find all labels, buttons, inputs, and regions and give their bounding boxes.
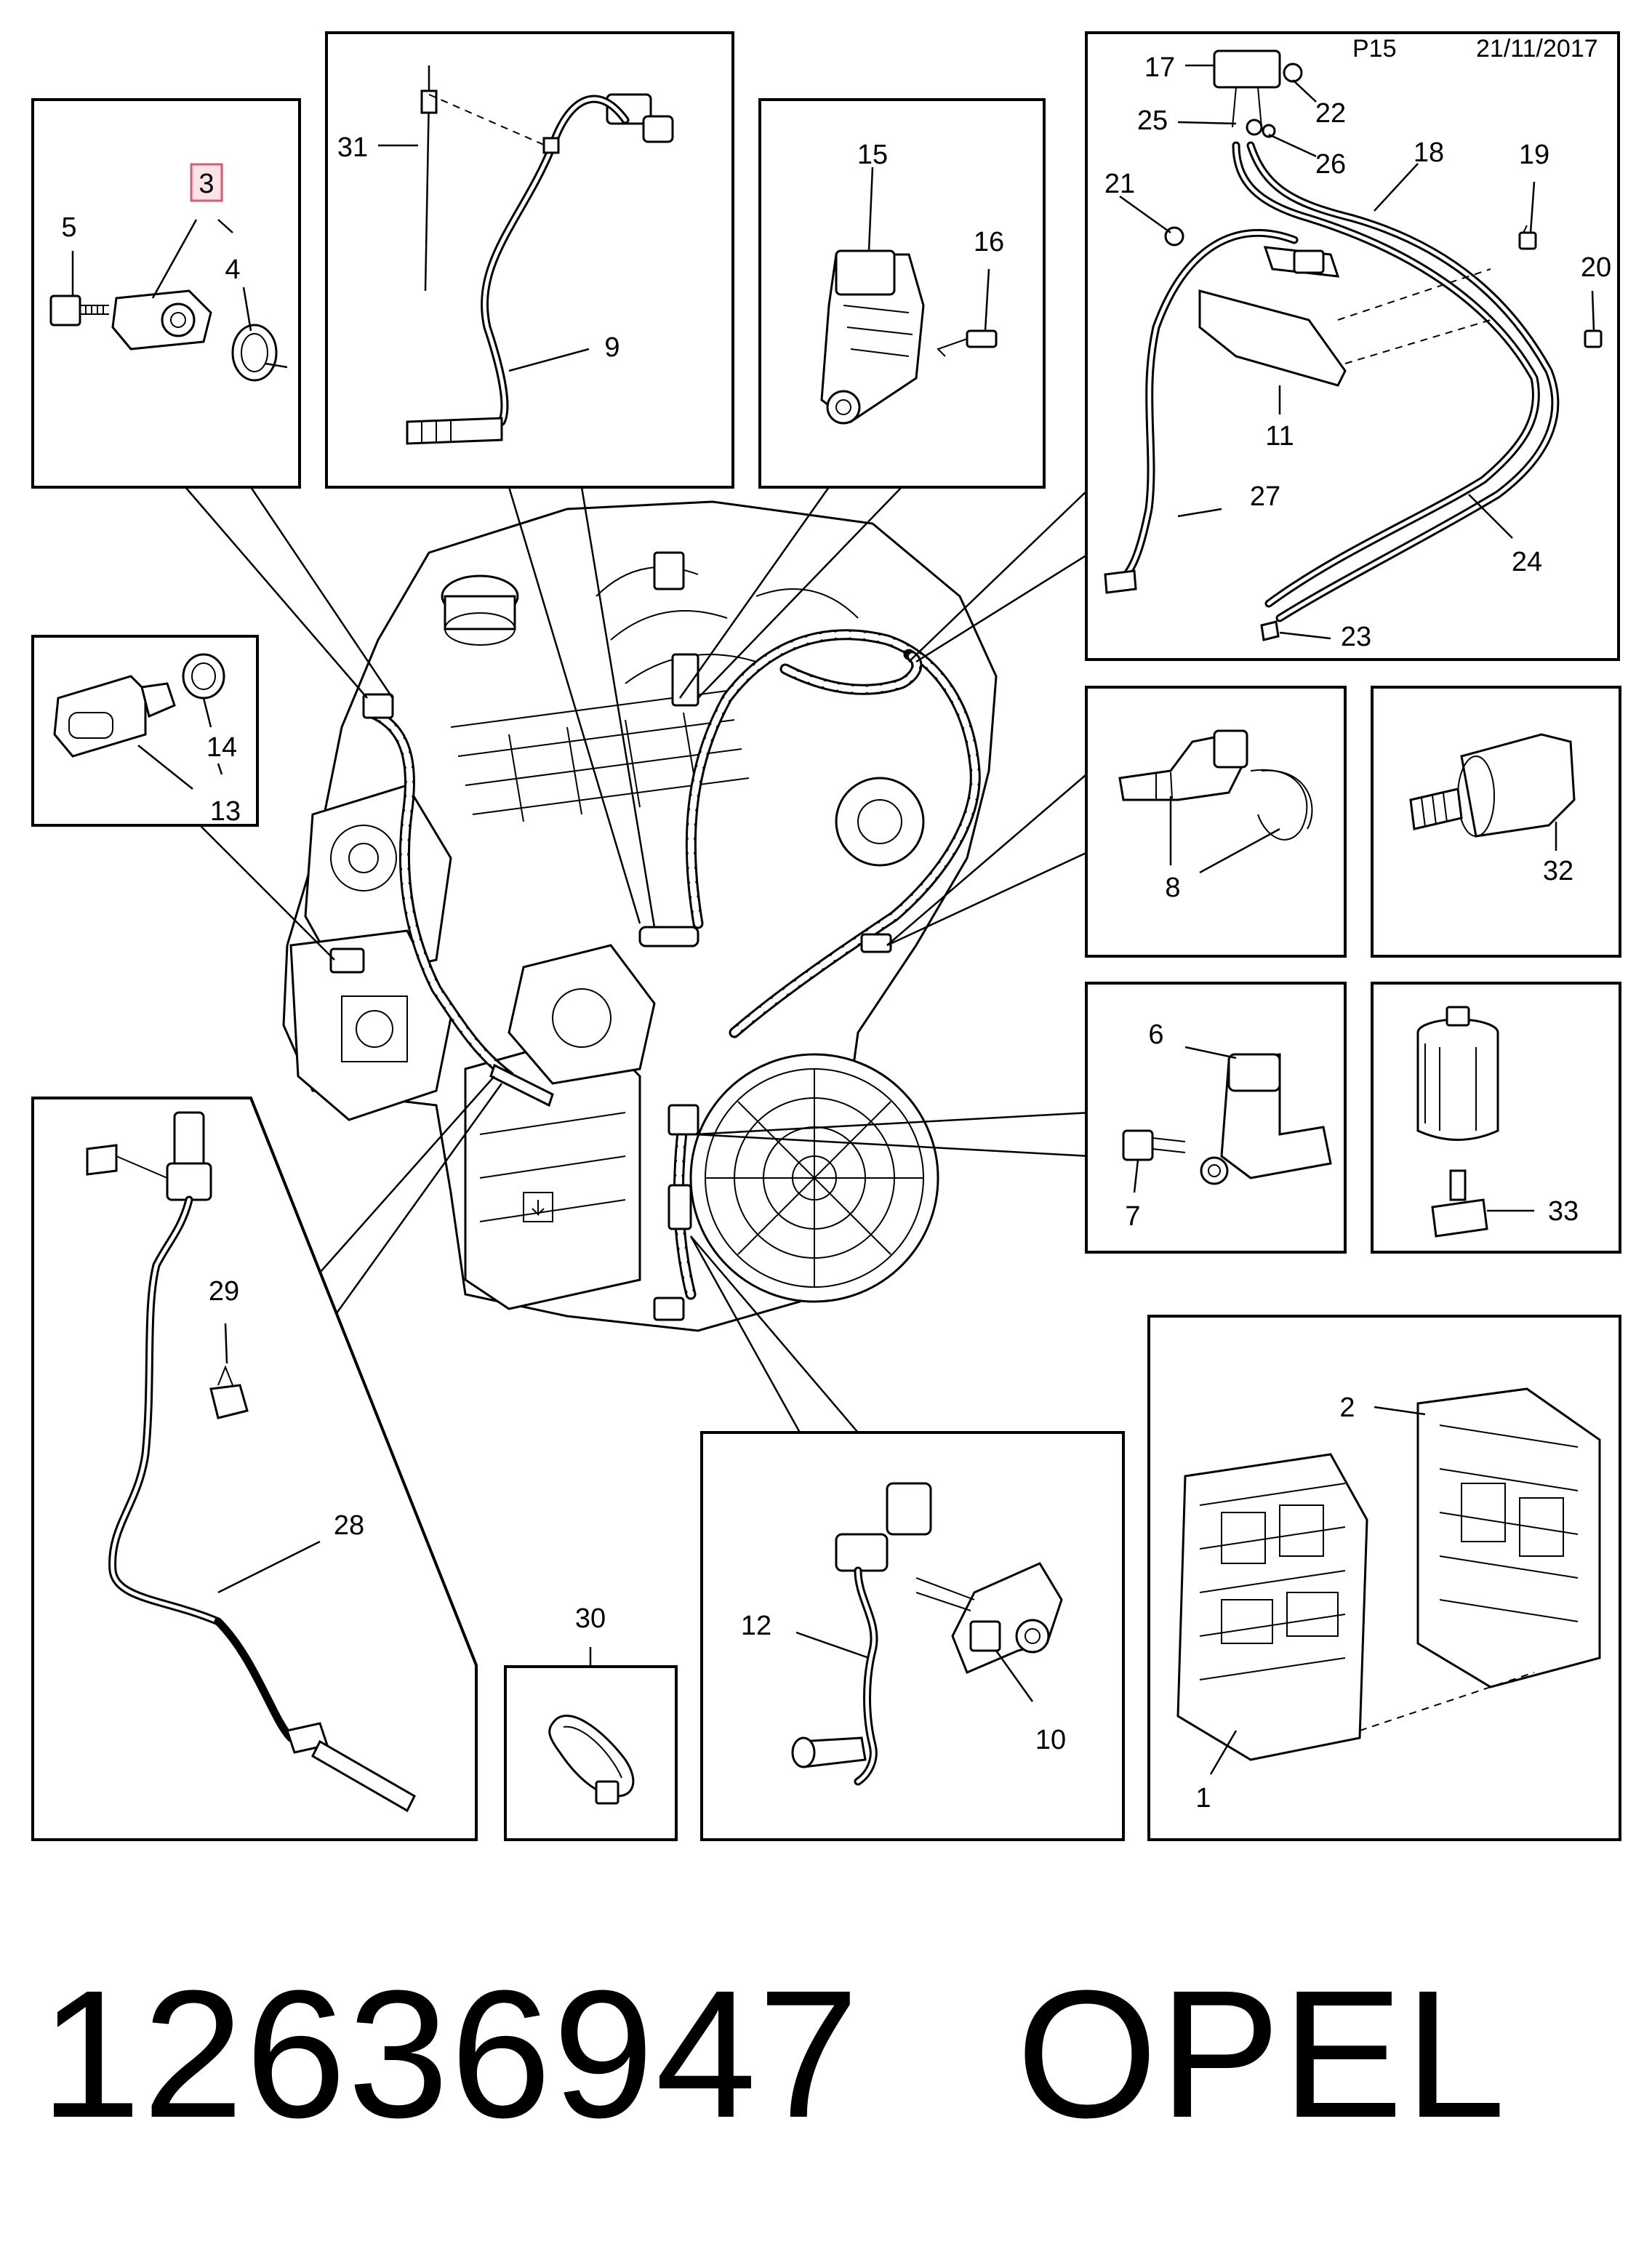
callout-14[interactable]: 14 <box>206 732 237 763</box>
frame-leaders <box>185 486 1091 1433</box>
callout-8[interactable]: 8 <box>1165 873 1180 903</box>
frame-coolant-temp-sensor: 8 <box>1085 686 1347 958</box>
frame-knock-sensor: 3 4 5 <box>31 98 301 489</box>
frame-fuel-filter: 33 <box>1371 982 1621 1254</box>
callout-20[interactable]: 20 <box>1581 252 1611 283</box>
callout-24[interactable]: 24 <box>1512 547 1542 577</box>
callout-3-highlight-box[interactable] <box>190 163 223 202</box>
frame-exhaust-temp-sensor: 29 28 <box>31 1097 478 1841</box>
frame-cable-tie: 30 <box>504 1603 678 1841</box>
callout-11[interactable]: 11 <box>1265 421 1294 452</box>
callout-25[interactable]: 25 <box>1137 105 1168 136</box>
date-label: 21/11/2017 <box>1476 35 1598 63</box>
callout-3[interactable]: 3 <box>199 169 214 199</box>
engine-assembly-illustration <box>282 500 998 1332</box>
callout-2[interactable]: 2 <box>1339 1393 1355 1423</box>
frame-crankshaft-sensor: 12 10 <box>700 1431 1125 1841</box>
part-number-and-brand: 12636947 OPEL <box>40 1963 1507 2145</box>
callout-26[interactable]: 26 <box>1315 149 1346 180</box>
callout-10[interactable]: 10 <box>1035 1725 1066 1755</box>
callout-21[interactable]: 21 <box>1104 169 1135 199</box>
callout-9[interactable]: 9 <box>604 332 620 363</box>
frame-pressure-sensor-lines: P15 21/11/2017 <box>1085 31 1620 661</box>
callout-18[interactable]: 18 <box>1414 137 1444 168</box>
callout-23[interactable]: 23 <box>1341 622 1371 652</box>
callout-7[interactable]: 7 <box>1125 1201 1140 1232</box>
callout-31[interactable]: 31 <box>337 132 368 163</box>
frame-oxygen-sensor: 31 9 <box>325 31 734 489</box>
callout-5[interactable]: 5 <box>61 212 76 243</box>
brand-name: OPEL <box>1016 1952 1507 2155</box>
page-label: P15 <box>1352 35 1397 63</box>
callout-33[interactable]: 33 <box>1548 1196 1579 1227</box>
callout-32[interactable]: 32 <box>1543 856 1573 886</box>
callout-29[interactable]: 29 <box>209 1276 239 1307</box>
callout-1[interactable]: 1 <box>1195 1783 1211 1814</box>
callout-4[interactable]: 4 <box>225 255 240 285</box>
callout-6[interactable]: 6 <box>1148 1019 1163 1050</box>
callout-12[interactable]: 12 <box>741 1611 771 1641</box>
callout-30[interactable]: 30 <box>575 1603 606 1634</box>
callout-28[interactable]: 28 <box>334 1510 364 1541</box>
callout-16[interactable]: 16 <box>974 227 1004 257</box>
callout-27[interactable]: 27 <box>1250 481 1280 512</box>
frame-engine-control-module: 2 1 <box>1147 1315 1621 1841</box>
callout-19[interactable]: 19 <box>1519 140 1549 170</box>
frame-pressure-sensor-32: 32 <box>1371 686 1621 958</box>
callout-13[interactable]: 13 <box>210 796 241 827</box>
frame-oil-pressure-switch: 14 13 <box>31 635 259 827</box>
callout-17[interactable]: 17 <box>1144 52 1175 83</box>
frame-map-sensor: 15 16 <box>758 98 1046 489</box>
part-number: 12636947 <box>40 1952 861 2155</box>
frame-camshaft-sensor: 6 7 <box>1085 982 1347 1254</box>
callout-15[interactable]: 15 <box>857 140 888 170</box>
callout-22[interactable]: 22 <box>1315 98 1346 129</box>
